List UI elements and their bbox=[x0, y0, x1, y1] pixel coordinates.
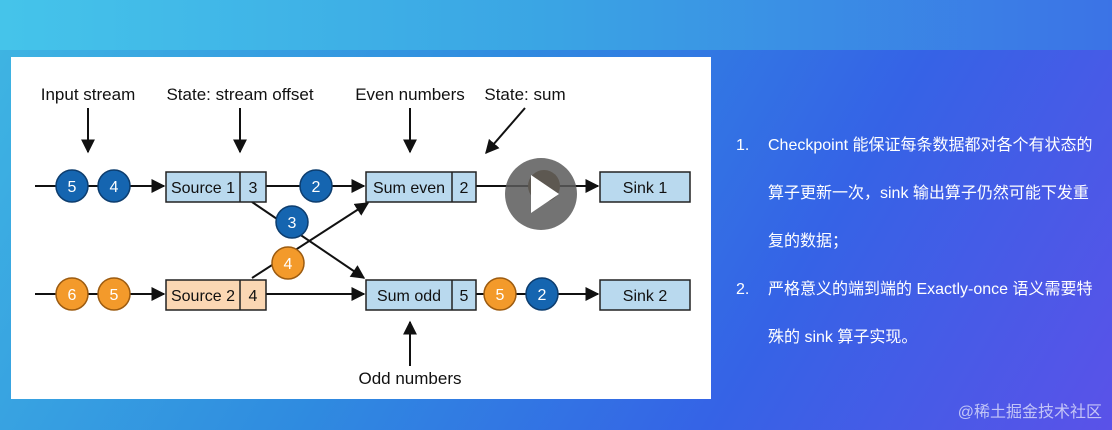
top-band bbox=[0, 0, 1112, 50]
svg-text:2: 2 bbox=[312, 179, 321, 196]
pointer-state-sum bbox=[485, 107, 526, 155]
label-input-stream: Input stream bbox=[41, 85, 136, 104]
edge-source1-sum-odd bbox=[251, 201, 366, 279]
svg-text:6: 6 bbox=[68, 287, 77, 304]
note-number-1: 1. bbox=[736, 137, 750, 154]
operator-sink2: Sink 2 bbox=[599, 279, 691, 311]
record-in1-4: 4 bbox=[97, 169, 131, 203]
record-odd-5: 5 bbox=[483, 277, 517, 311]
note-item-2: 2. 严格意义的端到端的 Exactly-once 语义需要特殊的 sink 算… bbox=[736, 266, 1096, 362]
label-state-stream-offset: State: stream offset bbox=[166, 85, 313, 104]
label-even-numbers: Even numbers bbox=[355, 85, 465, 104]
sum-odd-state: 5 bbox=[460, 288, 469, 305]
sink1-label: Sink 1 bbox=[623, 180, 668, 197]
record-in2-6: 6 bbox=[55, 277, 89, 311]
note-number-2: 2. bbox=[736, 281, 750, 298]
play-icon bbox=[531, 175, 559, 213]
svg-text:4: 4 bbox=[110, 179, 119, 196]
notes-list: 1. Checkpoint 能保证每条数据都对各个有状态的算子更新一次，sink… bbox=[736, 122, 1096, 362]
sum-even-label: Sum even bbox=[373, 180, 445, 197]
label-state-sum: State: sum bbox=[484, 85, 565, 104]
source2-state: 4 bbox=[249, 288, 258, 305]
sum-even-state: 2 bbox=[460, 180, 469, 197]
operator-sum-even: Sum even 2 bbox=[365, 171, 477, 203]
play-button[interactable] bbox=[505, 158, 577, 230]
record-cross-4: 4 bbox=[271, 246, 305, 280]
operator-source1: Source 1 3 bbox=[165, 171, 267, 203]
record-s1-2: 2 bbox=[299, 169, 333, 203]
record-odd-2: 2 bbox=[525, 277, 559, 311]
svg-text:3: 3 bbox=[288, 215, 297, 232]
watermark: @稀土掘金技术社区 bbox=[957, 404, 1102, 421]
record-in2-5: 5 bbox=[97, 277, 131, 311]
label-odd-numbers: Odd numbers bbox=[359, 369, 462, 388]
operator-source2: Source 2 4 bbox=[165, 279, 267, 311]
svg-text:2: 2 bbox=[538, 287, 547, 304]
source1-label: Source 1 bbox=[171, 180, 235, 197]
svg-text:5: 5 bbox=[110, 287, 119, 304]
svg-text:4: 4 bbox=[284, 256, 293, 273]
operator-sink1: Sink 1 bbox=[599, 171, 691, 203]
edge-source2-sum-even bbox=[251, 202, 370, 279]
note-text-2: 严格意义的端到端的 Exactly-once 语义需要特殊的 sink 算子实现… bbox=[768, 281, 1093, 346]
note-text-1: Checkpoint 能保证每条数据都对各个有状态的算子更新一次，sink 输出… bbox=[768, 137, 1093, 250]
note-item-1: 1. Checkpoint 能保证每条数据都对各个有状态的算子更新一次，sink… bbox=[736, 122, 1096, 266]
slide-panel bbox=[11, 57, 711, 399]
operator-sum-odd: Sum odd 5 bbox=[365, 279, 477, 311]
svg-text:5: 5 bbox=[68, 179, 77, 196]
sink2-label: Sink 2 bbox=[623, 288, 668, 305]
source1-state: 3 bbox=[249, 180, 258, 197]
source2-label: Source 2 bbox=[171, 288, 235, 305]
svg-text:5: 5 bbox=[496, 287, 505, 304]
record-cross-3: 3 bbox=[275, 205, 309, 239]
sum-odd-label: Sum odd bbox=[377, 288, 441, 305]
record-in1-5: 5 bbox=[55, 169, 89, 203]
